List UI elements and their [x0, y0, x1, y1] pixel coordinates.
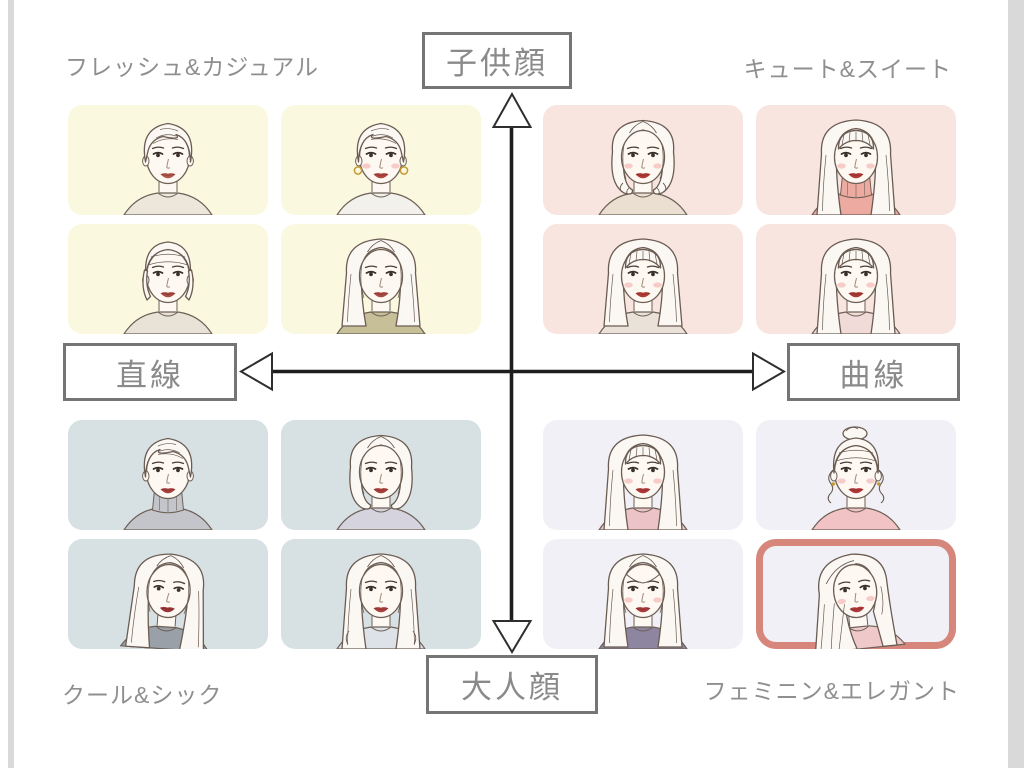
- quadrant-label-cool-chic: クール&シック: [62, 682, 223, 708]
- page-edge-strip-right: [1008, 0, 1024, 768]
- face-card-fresh-casual-4[interactable]: [281, 224, 481, 334]
- face-illustration: [811, 119, 901, 215]
- face-card-cute-sweet-3[interactable]: [543, 224, 743, 334]
- quadrant-label-fresh-casual: フレッシュ&カジュアル: [65, 54, 320, 80]
- face-illustration: [336, 122, 426, 215]
- arrow-right-icon: [752, 351, 786, 392]
- face-card-cute-sweet-1[interactable]: [543, 105, 743, 215]
- face-illustration: [123, 437, 213, 530]
- quadrant-fresh-casual: [68, 105, 481, 334]
- axis-label-adult-face: 大人顔: [426, 655, 598, 714]
- face-illustration: [123, 241, 213, 334]
- axis-label-curved: 曲線: [787, 343, 960, 401]
- face-illustration: [120, 553, 210, 649]
- axis-label-child-face: 子供顔: [422, 32, 572, 89]
- face-illustration: [811, 238, 901, 334]
- face-illustration: [598, 434, 688, 530]
- arrow-down-icon: [491, 620, 533, 654]
- face-card-fresh-casual-2[interactable]: [281, 105, 481, 215]
- quadrant-cool-chic: [68, 420, 481, 649]
- face-illustration: [336, 238, 426, 334]
- quadrant-feminine-elegant: [543, 420, 956, 649]
- face-card-cool-chic-1[interactable]: [68, 420, 268, 530]
- face-card-fresh-casual-1[interactable]: [68, 105, 268, 215]
- face-illustration: [598, 553, 688, 649]
- quadrant-label-cute-sweet: キュート&スイート: [743, 56, 952, 82]
- face-card-cute-sweet-2[interactable]: [756, 105, 956, 215]
- page-edge-strip-left: [8, 0, 14, 768]
- face-illustration: [598, 238, 688, 334]
- face-illustration: [336, 434, 426, 530]
- quadrant-label-feminine-elegant: フェミニン&エレガント: [703, 678, 960, 704]
- face-illustration: [598, 119, 688, 215]
- face-card-feminine-elegant-2[interactable]: [756, 420, 956, 530]
- face-illustration: [336, 553, 426, 649]
- arrow-left-icon: [239, 351, 273, 392]
- face-card-cool-chic-4[interactable]: [281, 539, 481, 649]
- face-card-cool-chic-2[interactable]: [281, 420, 481, 530]
- face-illustration: [814, 553, 906, 649]
- face-card-feminine-elegant-3[interactable]: [543, 539, 743, 649]
- quadrant-cute-sweet: [543, 105, 956, 334]
- face-card-fresh-casual-3[interactable]: [68, 224, 268, 334]
- face-card-feminine-elegant-4[interactable]: [756, 539, 956, 649]
- axis-label-straight: 直線: [63, 343, 237, 401]
- face-card-feminine-elegant-1[interactable]: [543, 420, 743, 530]
- face-card-cool-chic-3[interactable]: [68, 539, 268, 649]
- face-illustration: [811, 426, 901, 530]
- face-illustration: [123, 122, 213, 215]
- face-card-cute-sweet-4[interactable]: [756, 224, 956, 334]
- arrow-up-icon: [491, 91, 533, 128]
